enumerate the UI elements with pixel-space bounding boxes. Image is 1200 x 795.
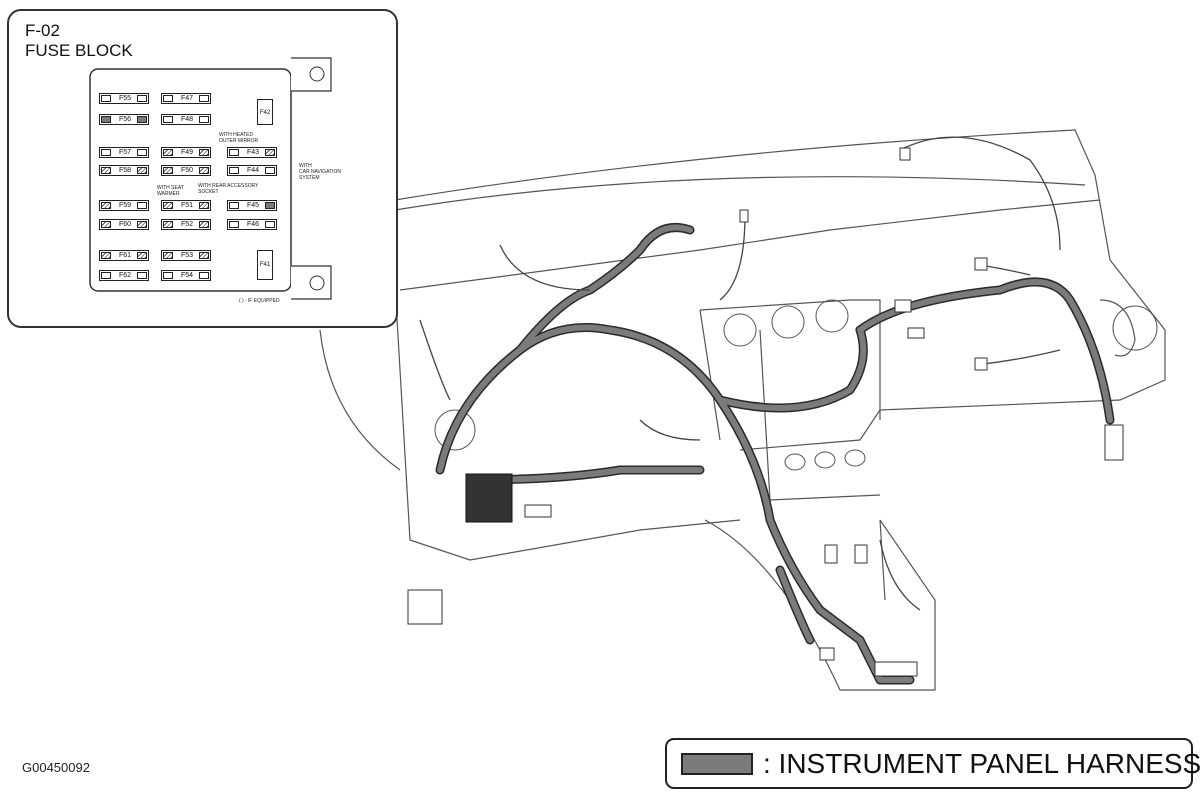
legend-swatch <box>681 753 753 775</box>
vent-outlines <box>434 299 1158 471</box>
fuse-f58: F58 <box>99 165 149 176</box>
fuse-f41: F41 <box>257 250 273 280</box>
fuse-f52: F52 <box>161 219 211 230</box>
harness-fill <box>437 224 1113 683</box>
fuse-f62: F62 <box>99 270 149 281</box>
note-seat-warmer: WITH SEAT WARMER <box>157 185 184 197</box>
fuse-f49: F49 <box>161 147 211 158</box>
thin-wires <box>419 136 1061 611</box>
dashboard-outline <box>319 129 1166 691</box>
fuse-f55: F55 <box>99 93 149 104</box>
fuse-block-code: F-02 <box>25 21 60 40</box>
fuse-f44: F44 <box>227 165 277 176</box>
fuse-f51: F51 <box>161 200 211 211</box>
footnote: ( ) : IF EQUIPPED <box>239 298 280 304</box>
fuse-block-title: FUSE BLOCK <box>25 41 133 60</box>
note-car-navigation: WITH CAR NAVIGATION SYSTEM <box>299 163 342 181</box>
fuse-f61: F61 <box>99 250 149 261</box>
fuse-f46: F46 <box>227 219 277 230</box>
harness-outline <box>435 223 1115 685</box>
legend-label: : INSTRUMENT PANEL HARNESS <box>763 748 1200 779</box>
fuse-f59: F59 <box>99 200 149 211</box>
legend: : INSTRUMENT PANEL HARNESS <box>665 738 1200 789</box>
fuse-f56: F56 <box>99 114 149 125</box>
fuse-block-inset: F-02 FUSE BLOCK ( ) : IF EQUIPPED F55 F5… <box>7 9 398 328</box>
junction-block <box>465 473 513 523</box>
note-heated-outer-mirror: WITH HEATED OUTER MIRROR <box>219 132 259 144</box>
fuse-f47: F47 <box>161 93 211 104</box>
fuse-f54: F54 <box>161 270 211 281</box>
fuse-f53: F53 <box>161 250 211 261</box>
fuse-f45: F45 <box>227 200 277 211</box>
figure-code: G00450092 <box>22 760 90 775</box>
fuse-f57: F57 <box>99 147 149 158</box>
fuse-grid: F55 F56 F57 F58 F59 F60 F61 F62 F47 F48 … <box>99 79 341 301</box>
connectors <box>407 147 1124 677</box>
fuse-f50: F50 <box>161 165 211 176</box>
note-rear-accessory-socket: WITH REAR ACCESSORY SOCKET <box>198 183 259 195</box>
fuse-f48: F48 <box>161 114 211 125</box>
fuse-f43: F43 <box>227 147 277 158</box>
fuse-f60: F60 <box>99 219 149 230</box>
fuse-f42: F42 <box>257 99 273 125</box>
